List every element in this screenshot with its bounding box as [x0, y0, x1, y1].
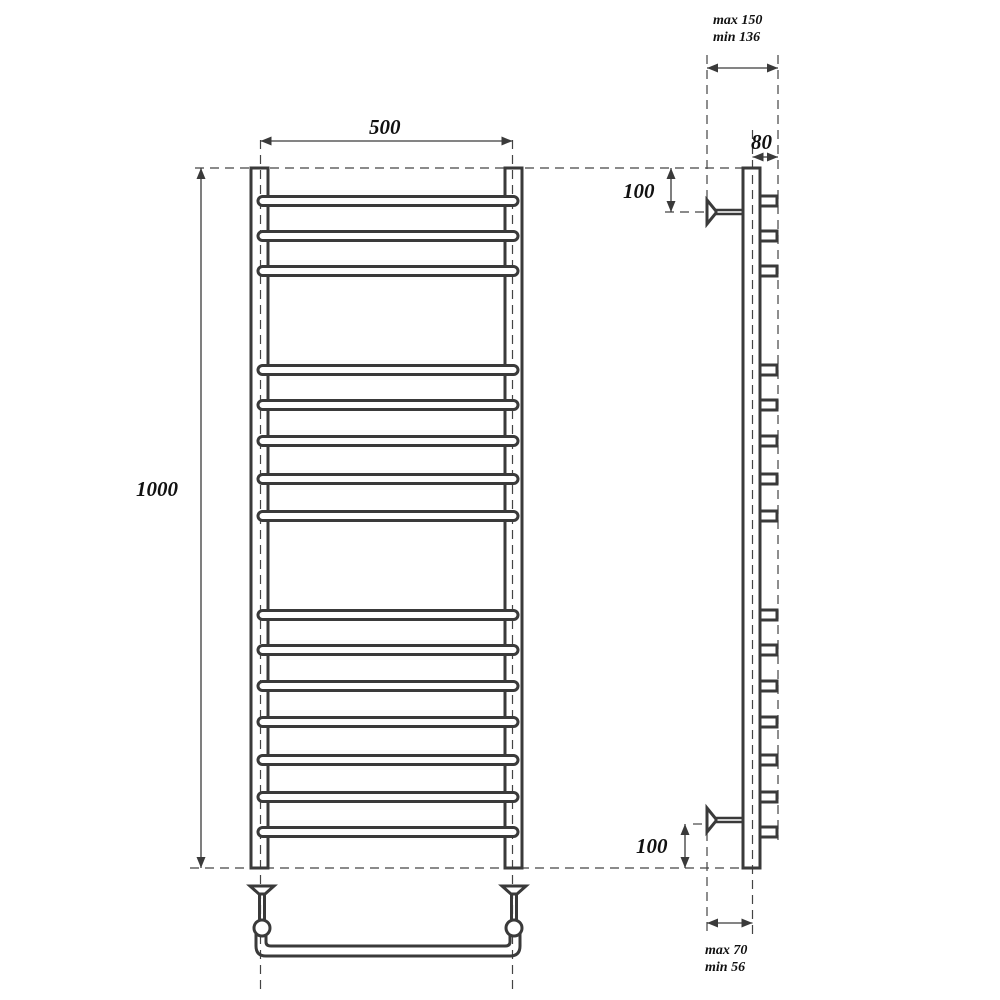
horizontal-rail-bar: [256, 680, 520, 692]
horizontal-rail-bar: [256, 644, 520, 656]
arrow-head-icon: [196, 168, 206, 179]
side-bar-stub: [760, 434, 779, 448]
top-offset-label: max 150 min 136: [713, 12, 762, 46]
horizontal-rail-bar: [256, 791, 520, 803]
side-bar-stub: [760, 608, 779, 622]
side-bar-stub: [760, 264, 779, 278]
arrow-head-icon: [196, 857, 206, 868]
arrow-head-icon: [767, 152, 778, 162]
bottom-offset-min: min 56: [705, 960, 746, 975]
depth-dimension-label: 80: [751, 130, 772, 154]
side-vertical-post: [741, 166, 762, 870]
horizontal-rail-bar: [256, 754, 520, 766]
side-bar-stub: [760, 753, 779, 767]
arrow-head-icon: [680, 824, 690, 835]
side-bar-stub: [760, 790, 779, 804]
left-valve-ball: [252, 918, 272, 938]
side-bar-stub: [760, 229, 779, 243]
arrow-head-icon: [260, 136, 272, 146]
connection-pipe-inner: [264, 935, 512, 948]
horizontal-rail-bar: [256, 364, 520, 376]
side-bar-stub: [760, 509, 779, 523]
height-dimension-label: 1000: [136, 477, 178, 501]
top-offset-max: max 150: [713, 13, 763, 28]
side-bar-stub: [760, 194, 779, 208]
arrow-head-icon: [741, 918, 753, 928]
horizontal-rail-bar: [256, 826, 520, 838]
side-bar-stub: [760, 398, 779, 412]
horizontal-rail-bar: [256, 473, 520, 485]
width-dimension-label: 500: [369, 115, 401, 139]
horizontal-rail-bar: [256, 195, 520, 207]
horizontal-rail-bar: [256, 265, 520, 277]
right-valve-ball: [504, 918, 524, 938]
arrow-head-icon: [501, 136, 513, 146]
arrow-head-icon: [707, 918, 718, 928]
top-offset-min: min 136: [713, 30, 761, 45]
left-valve-cone: [246, 884, 278, 896]
top-spacing-label: 100: [623, 179, 655, 203]
side-bar-stub: [760, 679, 779, 693]
horizontal-rail-bar: [256, 230, 520, 242]
arrow-head-icon: [707, 63, 718, 73]
top-wall-bracket-plate: [705, 195, 718, 229]
bottom-offset-max: max 70: [705, 943, 748, 958]
connection-pipe-outer: [254, 934, 522, 958]
arrow-head-icon: [767, 63, 778, 73]
side-bar-stub: [760, 715, 779, 729]
arrow-head-icon: [680, 857, 690, 868]
side-bar-stub: [760, 643, 779, 657]
horizontal-rail-bar: [256, 399, 520, 411]
bottom-offset-label: max 70 min 56: [705, 942, 747, 976]
arrow-head-icon: [666, 168, 676, 179]
right-valve-cone: [498, 884, 530, 896]
side-bar-stub: [760, 363, 779, 377]
horizontal-rail-bar: [256, 435, 520, 447]
arrow-head-icon: [666, 201, 676, 212]
bottom-spacing-label: 100: [636, 834, 668, 858]
horizontal-rail-bar: [256, 510, 520, 522]
horizontal-rail-bar: [256, 609, 520, 621]
horizontal-rail-bar: [256, 716, 520, 728]
arrow-head-icon: [752, 152, 764, 162]
side-bar-stub: [760, 825, 779, 839]
bottom-wall-bracket-plate: [705, 803, 718, 837]
side-bar-stub: [760, 472, 779, 486]
